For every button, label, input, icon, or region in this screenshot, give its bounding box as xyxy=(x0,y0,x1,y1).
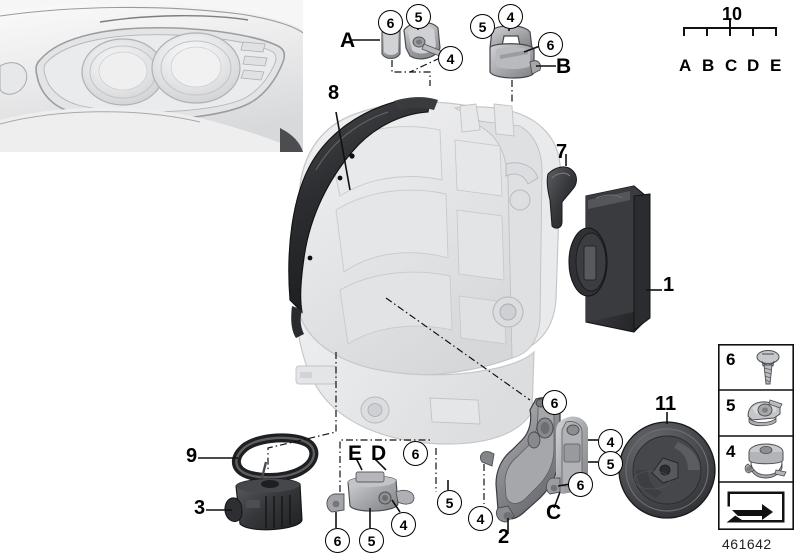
part-3-led-module xyxy=(224,461,303,531)
assembly-leader-lines xyxy=(267,57,531,504)
headlight-housing-ghost xyxy=(295,101,561,445)
group-label-c: C xyxy=(546,501,562,524)
legend-bracket-lines xyxy=(683,20,777,36)
legend-box-row-6: 6 xyxy=(726,350,736,369)
headlight-photo xyxy=(0,0,303,152)
legend-letter-a: A xyxy=(679,56,692,75)
legend-letter-d: D xyxy=(747,56,760,75)
group-label-e: E xyxy=(348,442,363,465)
part-label-9: 9 xyxy=(186,445,198,467)
part-label-7: 7 xyxy=(556,141,568,163)
reference-number: 461642 xyxy=(722,536,772,552)
callout-6-group-c[interactable]: 6 xyxy=(568,472,593,497)
legend-box-row-5: 5 xyxy=(726,396,736,415)
callout-5-group-e[interactable]: 5 xyxy=(359,528,384,553)
callout-4-group-a[interactable]: 4 xyxy=(438,46,463,71)
callout-4-group-c[interactable]: 4 xyxy=(598,429,623,454)
group-a-clip xyxy=(381,21,445,60)
part-label-8: 8 xyxy=(328,82,340,104)
part-7-rubber-grommet xyxy=(546,166,577,229)
part-label-1: 1 xyxy=(663,274,675,296)
group-label-b: B xyxy=(556,55,572,78)
callout-6-housing[interactable]: 6 xyxy=(542,390,567,415)
part-9-gasket-seal xyxy=(231,433,319,482)
adjuster-icon xyxy=(744,443,787,479)
group-ed-assembly xyxy=(326,471,415,513)
legend-letter-e: E xyxy=(770,56,782,75)
screw-icon xyxy=(756,350,780,385)
group-b-clip xyxy=(489,25,541,79)
part-label-2: 2 xyxy=(498,526,510,548)
legend-number-10: 10 xyxy=(722,4,743,24)
clip-nut-icon xyxy=(747,399,783,427)
hardware-legend-box xyxy=(718,344,794,530)
callout-4-group-b[interactable]: 4 xyxy=(498,4,523,29)
callout-4-group-e[interactable]: 4 xyxy=(391,512,416,537)
callout-5-group-c[interactable]: 5 xyxy=(598,451,623,476)
callout-6-group-e[interactable]: 6 xyxy=(325,528,350,553)
part-11-cover-cap xyxy=(618,421,716,519)
callout-6-group-d[interactable]: 6 xyxy=(403,441,428,466)
part-1-control-module xyxy=(568,185,651,333)
callout-5-group-a[interactable]: 5 xyxy=(406,4,431,29)
part-8-trim-strip xyxy=(288,97,438,338)
group-label-d: D xyxy=(371,442,387,465)
part-label-3: 3 xyxy=(194,497,206,519)
part-label-11: 11 xyxy=(655,393,677,415)
callout-5-part2[interactable]: 5 xyxy=(437,490,462,515)
callout-6-group-a[interactable]: 6 xyxy=(378,10,403,35)
callout-6-group-b[interactable]: 6 xyxy=(538,32,563,57)
direction-arrow-icon xyxy=(726,491,785,523)
legend-letter-c: C xyxy=(725,56,738,75)
callout-4-part2[interactable]: 4 xyxy=(468,506,493,531)
callout-5-group-b[interactable]: 5 xyxy=(470,14,495,39)
legend-box-row-4: 4 xyxy=(726,442,736,461)
group-label-a: A xyxy=(340,29,356,52)
legend-letter-b: B xyxy=(702,56,715,75)
